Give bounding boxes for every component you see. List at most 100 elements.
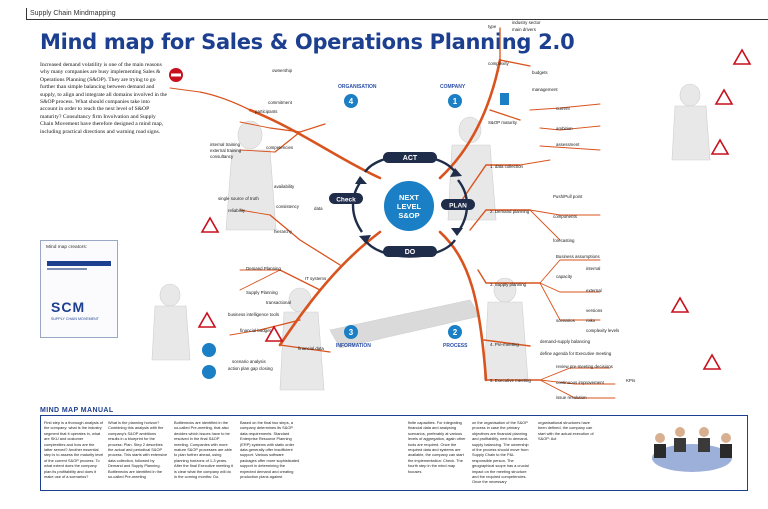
node-action-plan-gap: action plan gap closing	[228, 366, 273, 371]
node-it-systems: IT systems	[305, 276, 327, 281]
node-executive-meeting: 5. Executive meeting	[490, 378, 531, 383]
node-consistency: consistency	[276, 204, 300, 209]
act-label: ACT	[403, 155, 418, 162]
node-complexity: complexity	[488, 61, 510, 66]
warning-sign-icon	[200, 216, 220, 233]
node-snop-maturity: S&OP maturity	[488, 120, 518, 125]
creators-panel: Mind map creators: SCM SUPPLY CHAIN MOVE…	[40, 240, 118, 338]
do-label: DO	[405, 249, 416, 256]
header-tick	[26, 8, 27, 19]
check-label-box	[329, 193, 363, 204]
node-kpis: KPIs	[626, 378, 636, 383]
node-review-pre-meeting: review pre-meeting decisions	[556, 364, 614, 369]
warning-sign-icon	[710, 138, 730, 155]
section-label: Supply Chain Mindmapping	[30, 10, 116, 17]
warning-sign-icon	[732, 48, 752, 65]
badge-process	[448, 325, 462, 339]
node-capacity: capacity	[556, 274, 573, 279]
manual-column: on the organisation of the S&OP process …	[472, 420, 529, 485]
node-hierarchy: hierarchy	[274, 229, 293, 234]
node-ambition: ambition	[556, 126, 573, 131]
node-demand-planning: 2. Demand planning	[490, 209, 530, 214]
label-organisation: ORGANISATION	[338, 84, 377, 90]
warning-sign-icon	[670, 296, 690, 313]
warning-sign-icon	[197, 311, 217, 328]
manual-title: MIND MAP MANUAL	[40, 407, 114, 414]
node-scenarios: scenarios	[556, 318, 576, 323]
plan-label-box	[441, 199, 475, 210]
people-illustration	[151, 83, 711, 391]
manual-column: First step is a thorough analysis of the…	[44, 420, 104, 480]
warning-sign-icon	[702, 353, 722, 370]
plan-label: PLAN	[449, 203, 467, 210]
node-forecasting: forecasting	[553, 238, 575, 243]
header-rule	[26, 19, 768, 20]
node-continuous-improvement: continuous improvement	[556, 380, 605, 385]
node-internal: internal	[586, 266, 600, 271]
warning-signs	[169, 48, 752, 379]
node-issue-resolution: issue resolution	[556, 395, 587, 400]
scm-logo: SCM	[51, 299, 86, 315]
node-data-collection: 1. data collection	[490, 164, 524, 169]
branch-process	[438, 230, 488, 382]
node-assessment: assessment	[556, 142, 580, 147]
node-financial-data: financial data	[298, 346, 324, 351]
node-business-intelligence: business intelligence tools	[228, 312, 280, 317]
node-participants: participants	[255, 109, 278, 114]
badge-company	[448, 94, 462, 108]
node-ownership: ownership	[272, 68, 293, 73]
node-main-drivers: main drivers	[512, 27, 537, 32]
node-single-source: single source of truth	[218, 196, 259, 201]
node-internal-training: internal training	[210, 142, 241, 147]
intro-text: Increased demand volatility is one of th…	[40, 62, 168, 135]
label-company: COMPANY	[440, 84, 466, 90]
check-label: Check	[336, 197, 356, 204]
center-label-line1: NEXT	[399, 193, 419, 202]
node-complexity-levels: complexity levels	[586, 328, 620, 333]
node-commitment: commitment	[268, 100, 293, 105]
node-define-agenda: define agenda for Executive meeting	[540, 351, 612, 356]
node-business-assumptions: Business assumptions	[556, 254, 600, 259]
svg-text:3: 3	[349, 328, 354, 337]
warning-sign-icon	[264, 325, 284, 342]
manual-column: What is the planning horizon? Combining …	[108, 420, 168, 480]
node-labels: ownership commitment participants compet…	[210, 20, 636, 400]
node-consultancy: consultancy	[210, 154, 234, 159]
node-transactional: transactional	[266, 300, 291, 305]
svg-text:2: 2	[453, 328, 458, 337]
label-process: PROCESS	[443, 343, 468, 349]
node-industry-sector: industry sector	[512, 20, 541, 25]
branch-badges: 4 ORGANISATION 1 COMPANY 3 INFORMATION 2…	[336, 84, 468, 349]
manual-column: finite capacities. For integrating finan…	[408, 420, 466, 474]
pdca-cycle: NEXT LEVEL S&OP ACT DO PLAN Check	[329, 152, 475, 258]
warning-sign-icon	[714, 88, 734, 105]
svg-text:1: 1	[453, 97, 458, 106]
node-reliability: reliability	[228, 208, 246, 213]
involvation-logo	[47, 261, 111, 266]
node-budgets: budgets	[532, 70, 548, 75]
manual-column: Based on the final two steps, a company …	[240, 420, 300, 480]
badge-organisation	[344, 94, 358, 108]
direction-sign-icon	[500, 93, 509, 105]
manual-column: organisational structures have been defi…	[538, 420, 594, 442]
node-competencies: competencies	[266, 145, 294, 150]
branch-company	[438, 58, 502, 180]
page-title: Mind map for Sales & Operations Planning…	[40, 30, 575, 54]
node-supply-planning: 3. Supply planning	[490, 282, 527, 287]
node-risks: risks	[586, 318, 596, 323]
scm-logo-subtitle: SUPPLY CHAIN MOVEMENT	[51, 317, 99, 321]
roundabout-sign-icon	[202, 365, 216, 379]
manual-illustration	[652, 427, 732, 472]
node-availability: availability	[274, 184, 295, 189]
node-supply-planning-it: Supply Planning	[246, 290, 278, 295]
node-type: type	[488, 24, 497, 29]
center-circle	[382, 179, 436, 233]
node-demand-planning-it: Demand Planning	[246, 266, 281, 271]
node-management: management	[532, 87, 558, 92]
branch-lines	[169, 27, 616, 399]
node-push-pull: Push/Pull point	[553, 194, 583, 199]
node-components: components	[553, 214, 578, 219]
do-label-box	[383, 246, 437, 257]
